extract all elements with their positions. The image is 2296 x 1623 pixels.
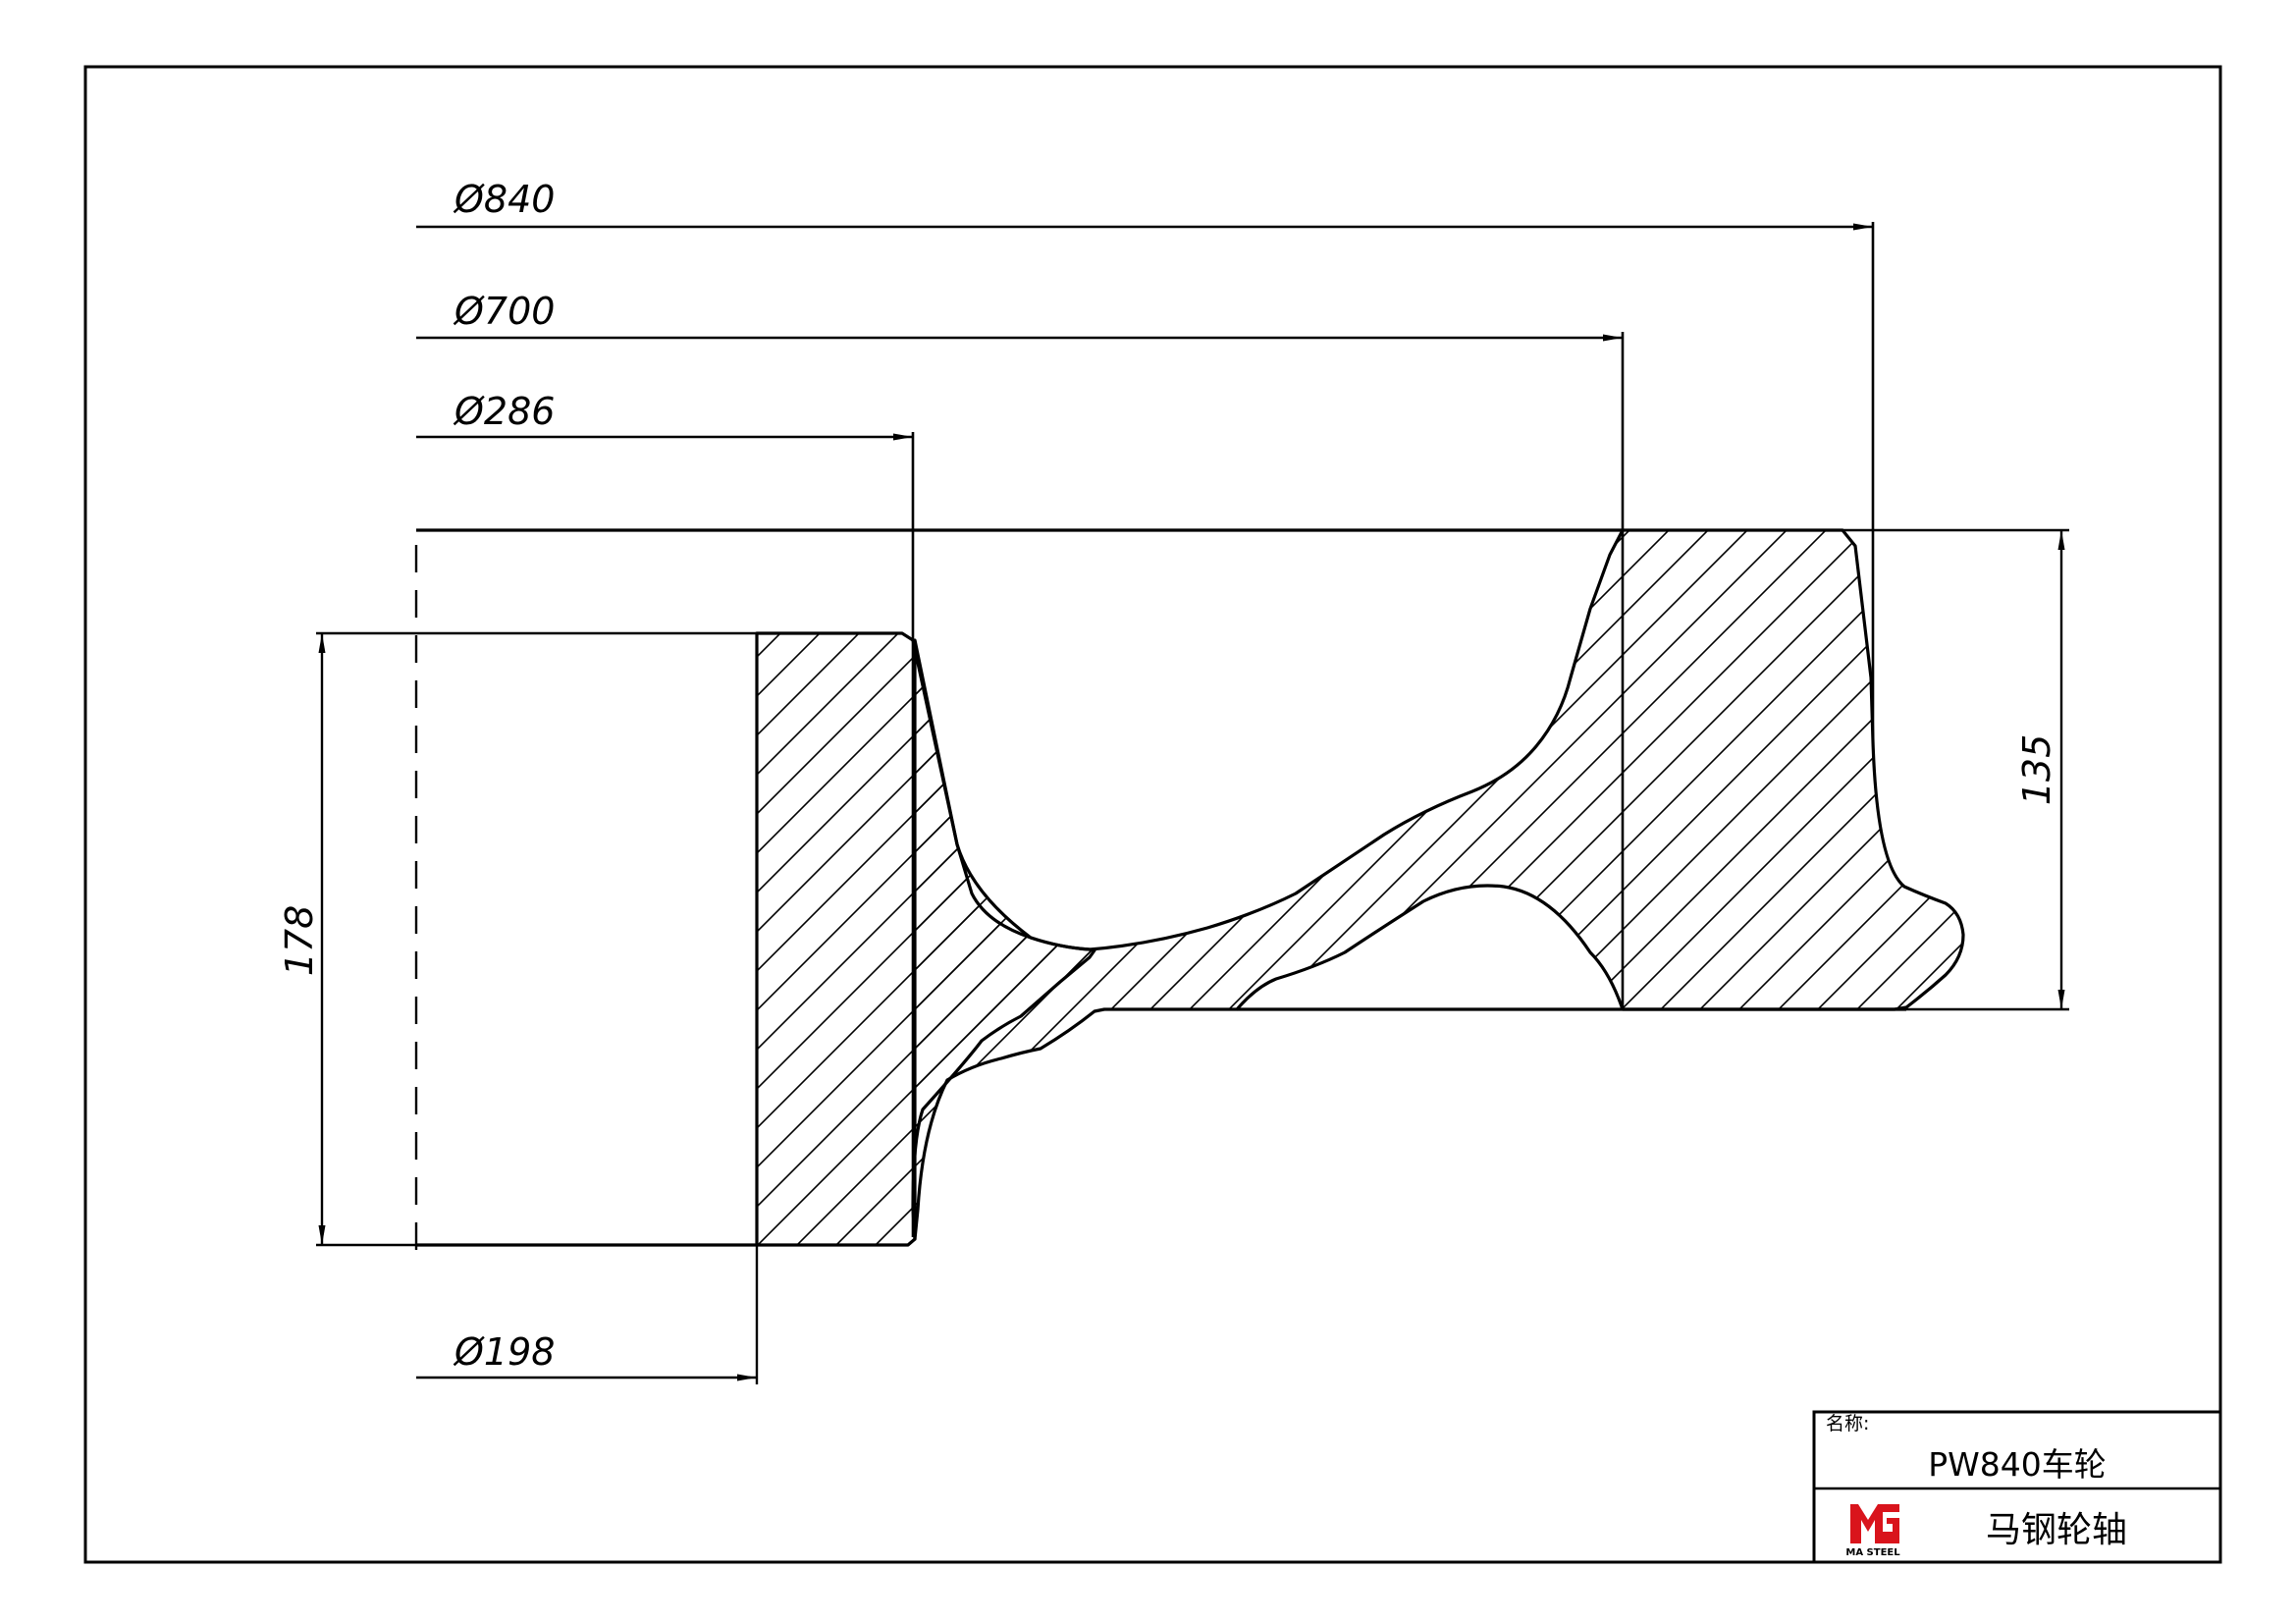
dim-135-label: 135 [2015, 734, 2058, 806]
dim-178: 178 [278, 631, 416, 1247]
logo-text: MA STEEL [1845, 1547, 1900, 1558]
company-name: 马钢轮轴 [1986, 1510, 2127, 1550]
drawing-border [83, 65, 2222, 1564]
ma-steel-logo: MA STEEL [1845, 1504, 1900, 1558]
dim-198-label: Ø198 [453, 1330, 555, 1374]
dim-700: Ø700 [416, 290, 1623, 342]
dim-178-label: 178 [278, 905, 321, 977]
dim-198: Ø198 [416, 1245, 759, 1384]
dim-700-label: Ø700 [453, 290, 555, 333]
dim-286: Ø286 [416, 390, 913, 441]
dim-840-label: Ø840 [453, 178, 555, 221]
title-block: 名称: PW840车轮 MA STEEL 马钢轮轴 [1812, 1410, 2222, 1564]
part-name: PW840车轮 [1928, 1445, 2107, 1484]
dim-840: Ø840 [416, 178, 1873, 231]
web-rim-section [913, 528, 1965, 1241]
dim-135: 135 [1842, 528, 2069, 1011]
name-label: 名称: [1826, 1413, 1869, 1434]
dim-286-label: Ø286 [453, 390, 555, 433]
